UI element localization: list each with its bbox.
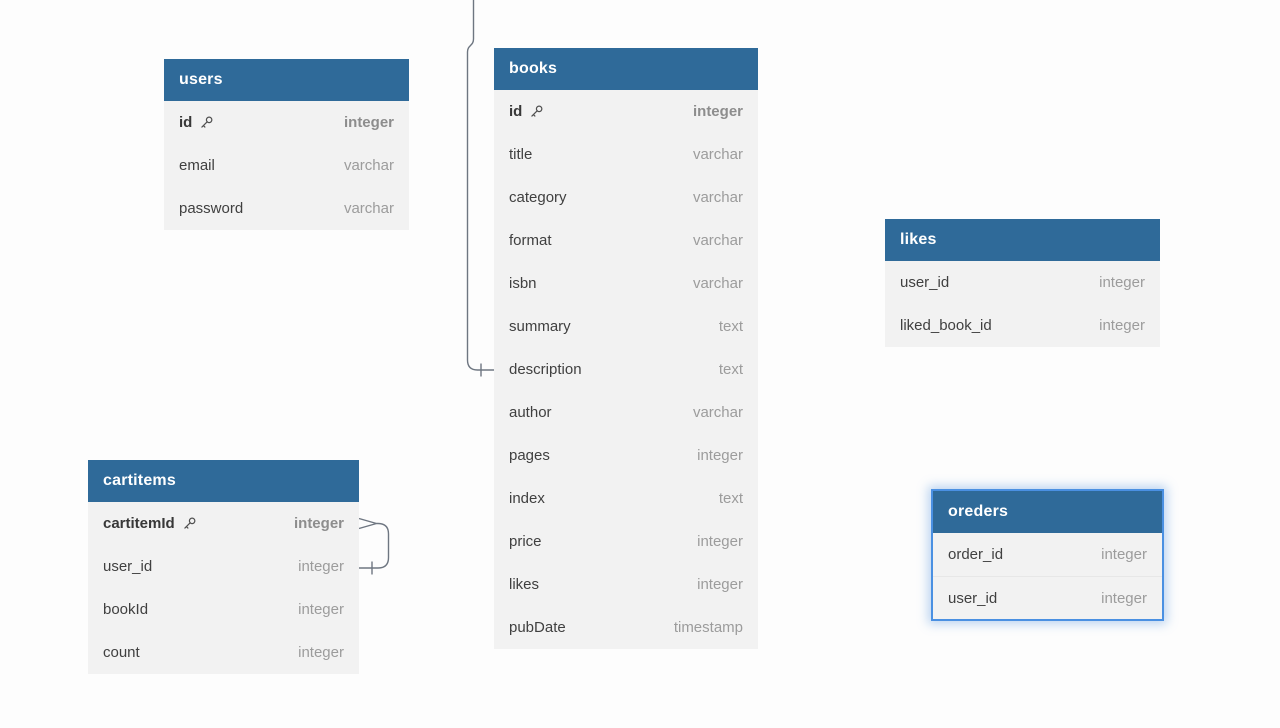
table-header-users[interactable]: users <box>164 59 409 101</box>
field-name: author <box>509 404 552 421</box>
relationship-line[interactable] <box>466 0 495 371</box>
field-type: varchar <box>343 157 394 174</box>
field-name: user_id <box>900 274 950 291</box>
field-type: integer <box>1099 274 1145 291</box>
field-row-likes-liked_book_id[interactable]: liked_book_id integer <box>885 304 1160 347</box>
field-name: password <box>179 200 244 217</box>
field-name: title <box>509 146 533 163</box>
field-row-cartitems-count[interactable]: count integer <box>88 631 359 674</box>
field-name: likes <box>509 576 540 593</box>
field-name: bookId <box>103 601 149 618</box>
field-name: price <box>509 533 542 550</box>
field-type: text <box>718 490 743 507</box>
field-type: integer <box>697 576 743 593</box>
field-name: liked_book_id <box>900 317 992 334</box>
field-row-likes-user_id[interactable]: user_id integer <box>885 261 1160 304</box>
field-name: pubDate <box>509 619 566 636</box>
field-name: category <box>509 189 567 206</box>
field-row-books-summary[interactable]: summary text <box>494 305 758 348</box>
field-type: integer <box>692 103 743 120</box>
field-row-cartitems-cartitemId[interactable]: cartitemId integer <box>88 502 359 545</box>
field-type: integer <box>1101 589 1147 607</box>
field-type: varchar <box>692 146 743 163</box>
field-row-books-pubDate[interactable]: pubDate timestamp <box>494 606 758 649</box>
field-type: varchar <box>343 200 394 217</box>
field-row-books-index[interactable]: index text <box>494 477 758 520</box>
field-row-cartitems-bookId[interactable]: bookId integer <box>88 588 359 631</box>
table-header-cartitems[interactable]: cartitems <box>88 460 359 502</box>
field-type: varchar <box>692 232 743 249</box>
field-row-books-likes[interactable]: likes integer <box>494 563 758 606</box>
key-icon <box>182 516 197 531</box>
key-icon <box>529 104 544 119</box>
table-header-likes[interactable]: likes <box>885 219 1160 261</box>
field-row-books-description[interactable]: description text <box>494 348 758 391</box>
field-row-books-author[interactable]: author varchar <box>494 391 758 434</box>
field-type: varchar <box>692 404 743 421</box>
field-row-books-category[interactable]: category varchar <box>494 176 758 219</box>
crow-foot-marker <box>358 517 377 530</box>
table-users[interactable]: users id integer email varchar password varcha… <box>164 59 409 230</box>
field-name: id <box>509 103 544 120</box>
relationship-line[interactable] <box>359 522 390 569</box>
relationship-top-to-books-description[interactable] <box>466 0 495 377</box>
field-type: integer <box>343 114 394 131</box>
field-row-cartitems-user_id[interactable]: user_id integer <box>88 545 359 588</box>
field-row-books-format[interactable]: format varchar <box>494 219 758 262</box>
field-type: varchar <box>692 189 743 206</box>
field-name: count <box>103 644 140 661</box>
field-type: text <box>718 361 743 378</box>
field-row-books-title[interactable]: title varchar <box>494 133 758 176</box>
table-header-oreders[interactable]: oreders <box>933 491 1162 533</box>
field-type: varchar <box>692 275 743 292</box>
field-type: integer <box>697 533 743 550</box>
field-row-users-id[interactable]: id integer <box>164 101 409 144</box>
table-books[interactable]: books id integer title varchar category varcha… <box>494 48 758 649</box>
field-type: timestamp <box>673 619 743 636</box>
table-title: books <box>509 60 558 77</box>
key-icon <box>199 115 214 130</box>
field-row-users-password[interactable]: password varchar <box>164 187 409 230</box>
field-name: description <box>509 361 582 378</box>
field-row-oreders-order_id[interactable]: order_id integer <box>933 533 1162 576</box>
field-name: summary <box>509 318 571 335</box>
field-row-books-isbn[interactable]: isbn varchar <box>494 262 758 305</box>
field-type: integer <box>298 644 344 661</box>
field-name: order_id <box>948 546 1004 563</box>
field-name: user_id <box>948 589 998 607</box>
field-name: format <box>509 232 552 249</box>
field-type: integer <box>293 515 344 532</box>
table-title: oreders <box>948 503 1009 520</box>
field-row-books-price[interactable]: price integer <box>494 520 758 563</box>
field-name: isbn <box>509 275 537 292</box>
field-name: cartitemId <box>103 515 197 532</box>
field-type: integer <box>1099 317 1145 334</box>
table-header-books[interactable]: books <box>494 48 758 90</box>
table-title: cartitems <box>103 472 176 489</box>
field-type: integer <box>298 558 344 575</box>
field-type: text <box>718 318 743 335</box>
field-name: email <box>179 157 215 174</box>
table-title: likes <box>900 231 937 248</box>
field-type: integer <box>1101 546 1147 563</box>
field-type: integer <box>298 601 344 618</box>
table-title: users <box>179 71 223 88</box>
field-row-books-id[interactable]: id integer <box>494 90 758 133</box>
field-name: pages <box>509 447 550 464</box>
field-name: index <box>509 490 545 507</box>
field-row-users-email[interactable]: email varchar <box>164 144 409 187</box>
field-row-oreders-user_id[interactable]: user_id integer <box>933 576 1162 619</box>
field-row-books-pages[interactable]: pages integer <box>494 434 758 477</box>
field-type: integer <box>697 447 743 464</box>
field-name: id <box>179 114 214 131</box>
relationship-cartitems-self[interactable] <box>358 517 390 575</box>
field-name: user_id <box>103 558 153 575</box>
